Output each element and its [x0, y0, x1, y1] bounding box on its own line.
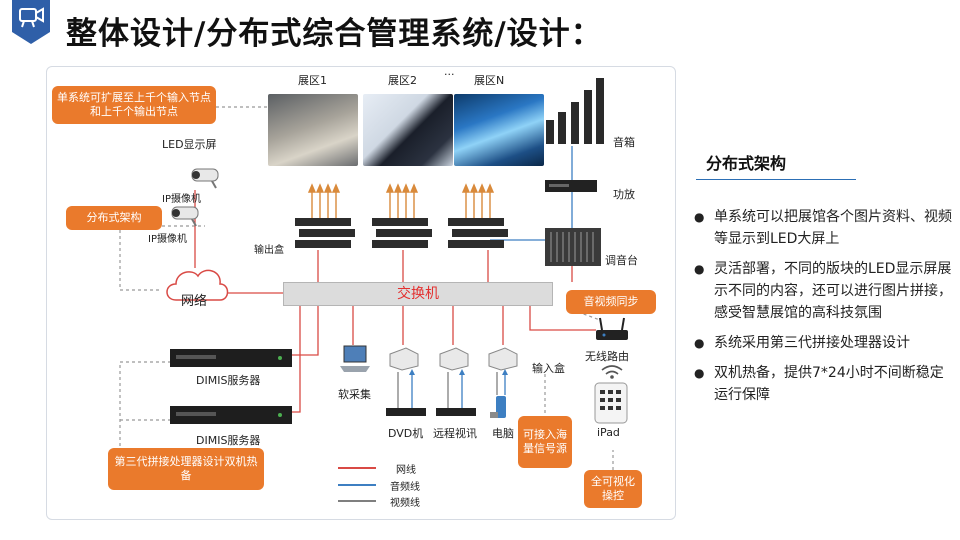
output-box-stack-3 — [448, 218, 508, 248]
feature-bullet-list: 单系统可以把展馆各个图片资料、视频等显示到LED大屏上 灵活部署，不同的版块的L… — [694, 206, 956, 414]
dvd-label: DVD机 — [388, 427, 424, 440]
computer-icon — [490, 396, 506, 418]
exhibit-ellipsis: ··· — [444, 68, 455, 81]
output-box-label: 输出盒 — [254, 245, 284, 256]
video-conference-icon — [436, 408, 476, 416]
exhibit-photo-2 — [363, 94, 453, 166]
ip-camera-label-2: IP摄像机 — [148, 234, 187, 245]
input-box-icon — [488, 347, 518, 371]
exhibit-label-n: 展区N — [474, 74, 505, 87]
router-label: 无线路由 — [585, 350, 629, 363]
mixer-label: 调音台 — [605, 254, 638, 267]
amplifier-icon — [545, 180, 597, 192]
dimis-server-icon — [170, 406, 292, 424]
input-box-label: 输入盒 — [532, 362, 565, 375]
callout-scalable: 单系统可扩展至上千个输入节点和上千个输出节点 — [52, 86, 216, 124]
feature-bullet: 双机热备，提供7*24小时不间断稳定运行保障 — [694, 362, 956, 406]
arrow-group-1 — [307, 183, 341, 218]
speaker-icon — [546, 78, 604, 144]
ip-camera-label-1: IP摄像机 — [162, 194, 201, 205]
exhibit-photo-n — [454, 94, 544, 166]
exhibit-photo-1 — [268, 94, 358, 166]
ip-camera-icon — [191, 168, 219, 189]
dimis-server-label-2: DIMIS服务器 — [196, 434, 261, 447]
page-title: 整体设计/分布式综合管理系统/设计： — [66, 16, 603, 52]
wireless-router-icon — [596, 317, 628, 340]
output-box-stack-1 — [295, 218, 355, 248]
speaker-label: 音箱 — [613, 136, 635, 149]
presentation-logo-icon — [12, 0, 50, 44]
callout-mass-input: 可接入海量信号源 — [518, 416, 572, 468]
network-switch: 交换机 — [283, 282, 553, 306]
wifi-icon — [601, 365, 623, 379]
dimis-server-label-1: DIMIS服务器 — [196, 374, 261, 387]
ipad-label: iPad — [597, 426, 620, 439]
led-screen-label: LED显示屏 — [162, 138, 217, 151]
architecture-title-underline — [696, 179, 856, 180]
dvd-player-icon — [386, 408, 426, 416]
architecture-title: 分布式架构 — [706, 154, 787, 173]
callout-av-sync: 音视频同步 — [566, 290, 656, 314]
soft-capture-label: 软采集 — [338, 388, 371, 401]
callout-third-gen: 第三代拼接处理器设计双机热备 — [108, 448, 264, 490]
legend-video-label: 视频线 — [390, 498, 420, 509]
feature-bullet: 系统采用第三代拼接处理器设计 — [694, 332, 956, 354]
legend-audio-label: 音频线 — [390, 482, 420, 493]
feature-bullet: 单系统可以把展馆各个图片资料、视频等显示到LED大屏上 — [694, 206, 956, 250]
feature-bullet: 灵活部署，不同的版块的LED显示屏展示不同的内容，还可以进行图片拼接，感受智慧展… — [694, 258, 956, 324]
legend-network-swatch — [338, 467, 376, 469]
computer-label: 电脑 — [492, 427, 514, 440]
legend-audio-swatch — [338, 484, 376, 486]
ip-camera-icon — [171, 206, 199, 227]
exhibit-label-1: 展区1 — [298, 74, 327, 87]
exhibit-label-2: 展区2 — [388, 74, 417, 87]
callout-distributed: 分布式架构 — [66, 206, 162, 230]
network-cloud-icon — [166, 269, 229, 301]
legend-video-swatch — [338, 500, 376, 502]
callout-visual-control: 全可视化操控 — [584, 470, 642, 508]
ipad-icon — [594, 382, 628, 424]
legend-network-label: 网线 — [396, 465, 416, 476]
dimis-server-icon — [170, 349, 292, 367]
mixer-icon — [545, 228, 601, 266]
laptop-icon — [340, 345, 370, 372]
output-box-stack-2 — [372, 218, 432, 248]
input-box-icon — [389, 347, 419, 371]
network-label: 网络 — [181, 294, 208, 309]
input-box-icon — [439, 347, 469, 371]
amplifier-label: 功放 — [613, 188, 635, 201]
remote-video-label: 远程视讯 — [433, 427, 477, 440]
